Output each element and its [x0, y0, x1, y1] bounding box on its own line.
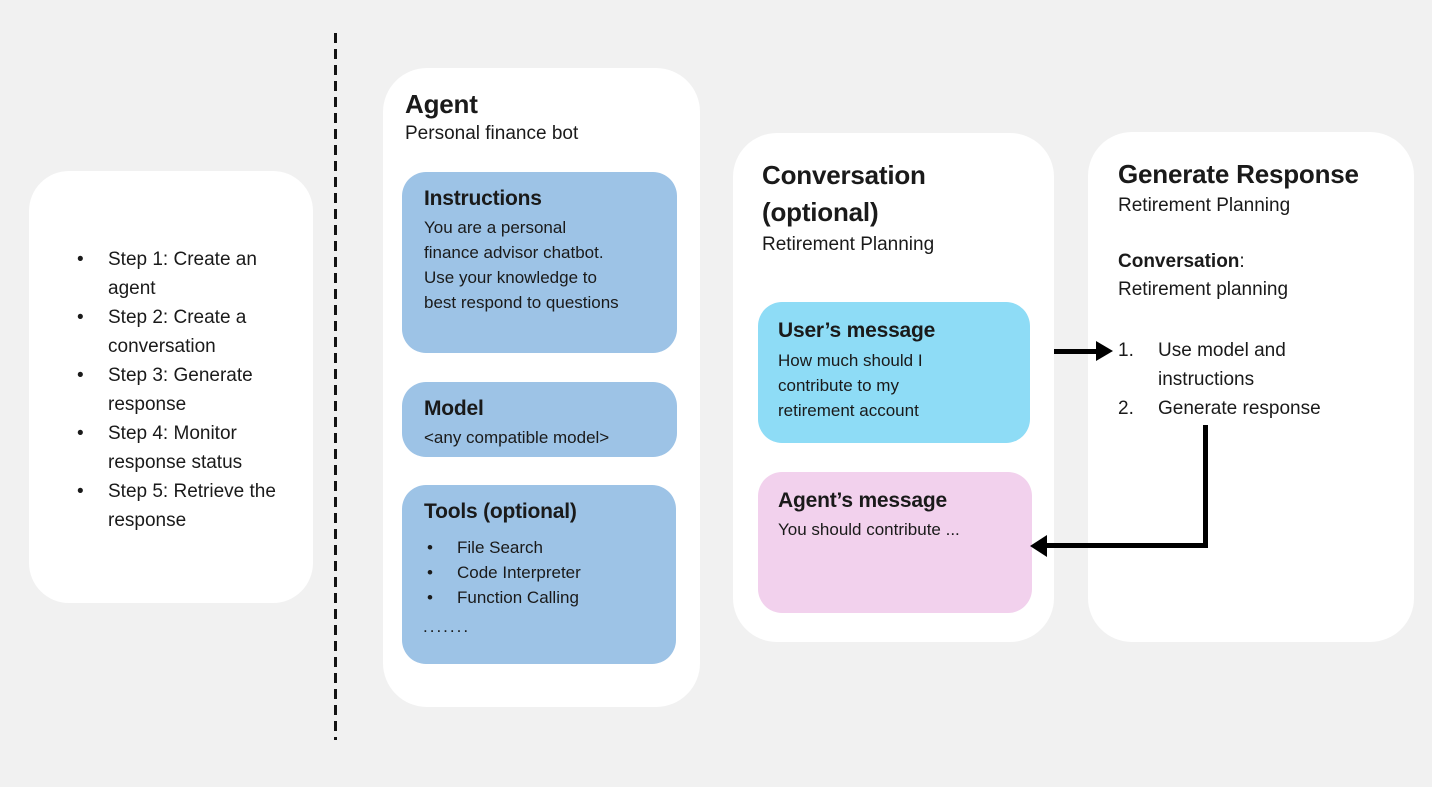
- agent-message-box: Agent’s message You should contribute ..…: [758, 472, 1032, 613]
- instructions-body: You are a personal finance advisor chatb…: [424, 218, 619, 312]
- generate-panel-title: Generate Response: [1118, 159, 1359, 189]
- tools-box: Tools (optional) • File Search • Code In…: [402, 485, 676, 664]
- steps-overview-panel: • Step 1: Create an agent • Step 2: Crea…: [29, 171, 313, 603]
- bullet-icon: •: [77, 481, 84, 502]
- bullet-icon: •: [77, 423, 84, 444]
- tool-text: Code Interpreter: [457, 563, 581, 582]
- list-item: • Function Calling: [424, 585, 660, 610]
- generate-response-panel: Generate Response Retirement Planning Co…: [1088, 132, 1414, 642]
- list-item: • Step 5: Retrieve the response: [77, 477, 288, 535]
- list-item: • Step 2: Create a conversation: [77, 303, 288, 361]
- step-text: Step 1: Create an agent: [108, 249, 257, 299]
- list-item: • File Search: [424, 535, 660, 560]
- arrow-right-icon: [1096, 341, 1113, 361]
- list-item: • Code Interpreter: [424, 560, 660, 585]
- generate-panel-subtitle: Retirement Planning: [1118, 195, 1291, 216]
- instructions-title: Instructions: [424, 187, 542, 210]
- conversation-reference-value: Retirement planning: [1118, 279, 1289, 300]
- conversation-reference: Conversation: Retirement planning: [1118, 248, 1398, 304]
- agent-panel-subtitle: Personal finance bot: [405, 123, 579, 144]
- instructions-box: Instructions You are a personal finance …: [402, 172, 677, 353]
- agent-panel: Agent Personal finance bot Instructions …: [383, 68, 700, 707]
- user-message-box: User’s message How much should I contrib…: [758, 302, 1030, 443]
- dashed-divider: [334, 33, 337, 740]
- steps-list: • Step 1: Create an agent • Step 2: Crea…: [77, 245, 288, 535]
- tools-ellipsis: .......: [423, 617, 471, 636]
- user-to-generate-arrow-line: [1054, 349, 1098, 354]
- bullet-icon: •: [427, 563, 433, 582]
- generate-to-agent-arrow-horizontal-line: [1046, 543, 1208, 548]
- conversation-panel-title: Conversation (optional): [762, 160, 926, 227]
- agent-message-title: Agent’s message: [778, 489, 947, 512]
- conversation-reference-colon: :: [1239, 251, 1245, 272]
- step-number: 1.: [1118, 340, 1134, 361]
- tools-title: Tools (optional): [424, 500, 577, 523]
- list-item: • Step 3: Generate response: [77, 361, 288, 419]
- step-text: Step 5: Retrieve the response: [108, 481, 276, 531]
- step-number: 2.: [1118, 398, 1134, 419]
- model-body: <any compatible model>: [424, 428, 610, 447]
- agent-panel-title: Agent: [405, 89, 478, 119]
- tools-list: • File Search • Code Interpreter • Funct…: [424, 535, 660, 610]
- conversation-panel-subtitle: Retirement Planning: [762, 234, 935, 255]
- conversation-panel: Conversation (optional) Retirement Plann…: [733, 133, 1054, 642]
- bullet-icon: •: [77, 249, 84, 270]
- model-box: Model <any compatible model>: [402, 382, 677, 457]
- bullet-icon: •: [77, 307, 84, 328]
- conversation-reference-label: Conversation: [1118, 251, 1240, 272]
- tool-text: File Search: [457, 538, 543, 557]
- list-item: • Step 1: Create an agent: [77, 245, 288, 303]
- arrow-left-icon: [1030, 535, 1047, 557]
- step-text: Step 3: Generate response: [108, 365, 253, 415]
- bullet-icon: •: [427, 588, 433, 607]
- list-item: 2. Generate response: [1118, 394, 1398, 423]
- step-text: Generate response: [1158, 398, 1321, 419]
- bullet-icon: •: [427, 538, 433, 557]
- step-text: Step 4: Monitor response status: [108, 423, 243, 473]
- tool-text: Function Calling: [457, 588, 579, 607]
- step-text: Step 2: Create a conversation: [108, 307, 247, 357]
- list-item: 1. Use model and instructions: [1118, 336, 1398, 394]
- step-text: Use model and instructions: [1158, 340, 1286, 390]
- agent-message-body: You should contribute ...: [778, 520, 960, 539]
- user-message-body: How much should I contribute to my retir…: [778, 351, 923, 420]
- user-message-title: User’s message: [778, 319, 936, 342]
- generate-steps-list: 1. Use model and instructions 2. Generat…: [1118, 336, 1398, 423]
- bullet-icon: •: [77, 365, 84, 386]
- generate-to-agent-arrow-vertical-line: [1203, 425, 1208, 546]
- list-item: • Step 4: Monitor response status: [77, 419, 288, 477]
- model-title: Model: [424, 397, 484, 420]
